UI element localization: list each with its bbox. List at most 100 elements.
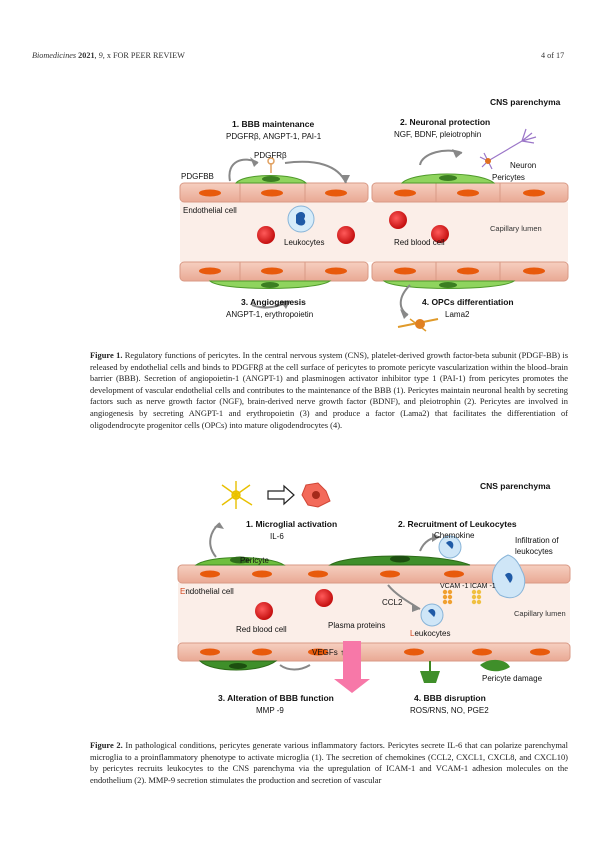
leukocyte-icon [287, 205, 315, 233]
infiltrating-leukocyte-icon [492, 554, 526, 598]
damaged-pericyte-1 [420, 661, 440, 683]
rbc-4 [431, 225, 449, 243]
fig2-leuko-rest: eukocytes [414, 629, 450, 638]
arrowhead-bbb [340, 175, 350, 183]
journal-name: Biomedicines [32, 51, 77, 60]
icam-1-molecules [471, 589, 482, 605]
figure-1-diagram: CNS parenchyma 1. BBB maintenance PDGFRβ… [179, 97, 569, 332]
fig2-chemokine-label: Chemokine [434, 531, 475, 540]
arrowhead-chem [432, 533, 440, 542]
fig1-cns-label: CNS parenchyma [490, 97, 561, 107]
fig2-pericyte-top-right [328, 555, 471, 566]
rbc-2 [337, 226, 355, 244]
fig2-rbc-label: Red blood cell [236, 625, 287, 634]
arrowhead-ccl2 [412, 603, 420, 612]
pericyte-bottom-right [382, 280, 516, 289]
fig2-lumen-label: Capillary lumen [514, 609, 566, 618]
fig2-leuko-first-letter: L [410, 629, 415, 638]
fig1-pdgfbb-label: PDGFBB [181, 172, 214, 181]
fig2-vegfs-label: VEGFs ↑ [312, 648, 344, 657]
top-endothelial-layer [179, 182, 569, 203]
pericyte-top-right [400, 173, 496, 184]
fig1-endo-label: Endothelial cell [183, 206, 237, 215]
fig2-infiltration-line2: leukocytes [515, 547, 553, 556]
fig2-t1-title: 1. Microglial activation [246, 519, 337, 529]
figure-2-caption: Figure 2. In pathological conditions, pe… [90, 740, 568, 786]
fig2-endo-first-letter: E [180, 587, 185, 596]
fig2-plasma-label: Plasma proteins [328, 621, 385, 630]
fig2-pericyte-bottom-left [198, 660, 278, 671]
fig1-pdgfrb-label: PDGFRβ [254, 151, 287, 160]
plasma-protein-leak-arrow [334, 641, 370, 693]
fig1-t3-sub: ANGPT-1, erythropoietin [226, 310, 313, 319]
fig2-endo-label: Endothelial cell [180, 587, 234, 596]
fig2-top-endothelial-layer [177, 564, 571, 584]
arrowhead-opcs [400, 309, 408, 319]
fig2-t3-sub: MMP -9 [256, 706, 284, 715]
pericyte-bottom-left [208, 280, 332, 289]
fig1-leuko-label: Leukocytes [284, 238, 324, 247]
rbc-1 [257, 226, 275, 244]
fig2-pericyte-top [194, 556, 286, 566]
lumen-leukocyte-icon [420, 603, 444, 627]
fig2-leuko-label: Leukocytes [410, 629, 450, 638]
fig1-t1-title: 1. BBB maintenance [232, 119, 314, 129]
fig2-bottom-endothelial-layer [177, 642, 571, 662]
capillary-lumen [180, 202, 568, 262]
figure-2-diagram: CNS parenchyma 1. Microglial activation … [177, 481, 571, 715]
activated-microglia-icon [301, 482, 331, 508]
resting-microglia-icon [221, 481, 253, 509]
fig2-vcam-label: VCAM -1 [440, 583, 469, 590]
figure-1-caption-text: Regulatory functions of pericytes. In th… [90, 350, 569, 430]
fig1-pericytes-label: Pericytes [492, 173, 525, 182]
arrowhead-pdgfbb [250, 157, 258, 167]
pdgfrb-receptor [267, 157, 275, 173]
bottom-endothelial-layer [179, 261, 569, 282]
arrowhead-angio [280, 301, 290, 309]
fig2-t3-title: 3. Alteration of BBB function [218, 693, 334, 703]
page-number: 4 of 17 [541, 51, 565, 60]
fig1-t3-title: 3. Angiogenesis [241, 297, 306, 307]
running-header-journal: Biomedicines 2021, 9, x FOR PEER REVIEW [32, 51, 185, 60]
fig1-t2-title: 2. Neuronal protection [400, 117, 490, 127]
fig2-infiltration-line1: Infiltration of [515, 536, 559, 545]
rbc-3 [389, 211, 407, 229]
activation-arrow-icon [267, 484, 295, 506]
arrowhead-il6 [214, 523, 224, 529]
figure-2-caption-text: In pathological conditions, pericytes ge… [90, 740, 569, 785]
fig2-damage-label: Pericyte damage [482, 674, 543, 683]
fig2-t4-sub: ROS/RNS, NO, PGE2 [410, 706, 489, 715]
fig1-t2-sub: NGF, BDNF, pleiotrophin [394, 130, 481, 139]
fig2-pericyte-label: Pericyte [240, 556, 269, 565]
fig2-rbc-1 [255, 602, 273, 620]
figure-1-caption-label: Figure 1. [90, 350, 123, 360]
fig1-rbc-label: Red blood cell [394, 238, 445, 247]
fig1-neuron-label: Neuron [510, 161, 536, 170]
arrow-vegfs [279, 664, 311, 671]
figure-1-caption: Figure 1. Regulatory functions of pericy… [90, 350, 568, 431]
fig1-t1-sub: PDGFRβ, ANGPT-1, PAI-1 [226, 132, 322, 141]
arrow-il6 [209, 522, 221, 558]
chemokine-leukocyte-icon [438, 535, 462, 559]
fig2-endo-rest: ndothelial cell [185, 587, 234, 596]
fig1-t4-title: 4. OPCs differentiation [422, 297, 514, 307]
fig1-lumen-label: Capillary lumen [490, 224, 542, 233]
opc-icon [397, 318, 439, 332]
fig2-ccl2-label: CCL2 [382, 598, 403, 607]
neuron-body [485, 158, 491, 164]
fig2-t4-title: 4. BBB disruption [414, 693, 486, 703]
damaged-pericyte-2 [480, 659, 510, 672]
fig2-t2-title: 2. Recruitment of Leukocytes [398, 519, 517, 529]
figure-2-caption-label: Figure 2. [90, 740, 123, 750]
fig2-cns-label: CNS parenchyma [480, 481, 551, 491]
journal-volume: 9 [98, 51, 103, 60]
fig2-icam-label: ICAM -1 [470, 583, 496, 590]
fig2-t1-sub: IL-6 [270, 532, 284, 541]
arrow-opcs [399, 284, 411, 316]
fig1-t4-sub: Lama2 [445, 310, 470, 319]
pericyte-top-left [234, 175, 308, 184]
journal-year: 2021 [78, 51, 95, 60]
journal-status: , x FOR PEER REVIEW [102, 51, 185, 60]
arrowhead-neuro [452, 149, 462, 158]
vcam-1-molecules [442, 589, 453, 605]
